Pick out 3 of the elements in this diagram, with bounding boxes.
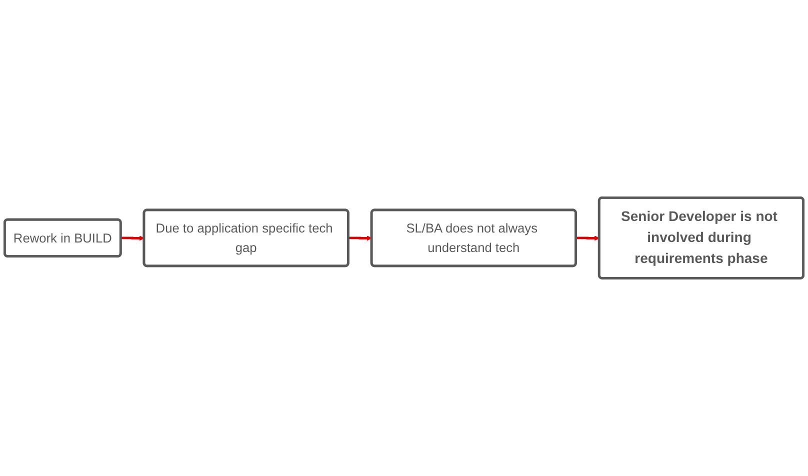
arrow [120,236,144,241]
arrow [574,236,600,241]
arrow [347,236,372,241]
